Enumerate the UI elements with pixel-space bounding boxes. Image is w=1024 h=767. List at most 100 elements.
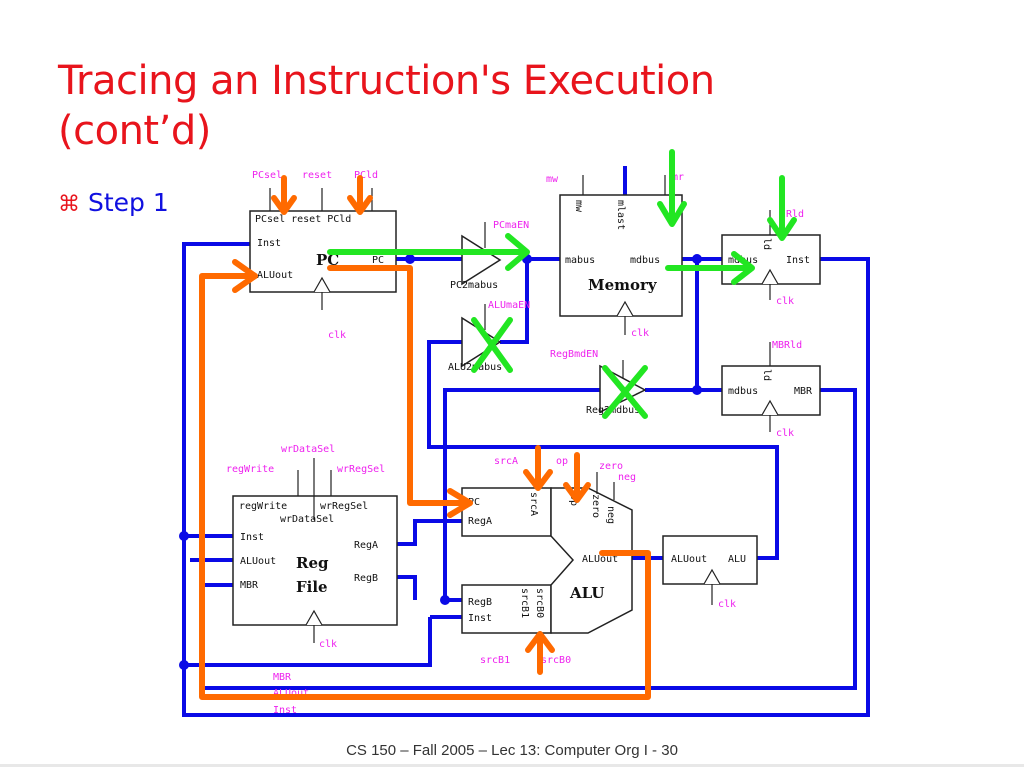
green-arrow-irld	[767, 175, 797, 241]
alu-port-zero: zero	[590, 494, 601, 518]
regfile-port-regwrite: regWrite	[239, 501, 287, 512]
bus-alu2mabus-out	[500, 259, 529, 344]
bullet-step: ⌘Step 1	[58, 188, 169, 217]
regfile-port-wrregsel: wrRegSel	[320, 501, 368, 512]
signal-alumaen: ALUmaEN	[488, 300, 530, 311]
signal-memory-clk: clk	[631, 328, 649, 339]
mux-a	[461, 487, 552, 537]
signal-zero: zero	[599, 461, 623, 472]
junction	[440, 595, 450, 605]
arrow-srcb	[525, 631, 555, 675]
signal-reset: reset	[302, 170, 332, 181]
mbr-port-ld: ld	[761, 369, 772, 381]
pc-name: PC	[316, 251, 339, 269]
memory-port-mabus: mabus	[565, 255, 595, 266]
signal-aluout-clk: clk	[718, 599, 736, 610]
junction	[405, 254, 415, 264]
mux-a-port-rega: RegA	[468, 516, 492, 527]
signal-mr: mr	[672, 172, 684, 183]
pc-clock-triangle	[313, 276, 331, 293]
regfile-port-mbr: MBR	[240, 580, 259, 591]
alu-port-neg: neg	[605, 506, 616, 524]
regfile-port-regb: RegB	[354, 573, 378, 584]
pc-port-top: PCsel reset PCld	[255, 214, 351, 225]
memory-port-mw: mw	[573, 200, 584, 213]
signal-neg: neg	[618, 472, 636, 483]
bullet-command-icon: ⌘	[58, 192, 80, 217]
mbr-port-out: MBR	[794, 386, 813, 397]
active-path-pc-to-alu	[327, 265, 473, 506]
signal-mbrld: MBRld	[772, 340, 802, 351]
register-file	[232, 495, 398, 626]
memory-block	[559, 194, 683, 317]
memory-port-mlast: mlast	[615, 200, 626, 230]
signal-pcld: PCld	[354, 170, 378, 181]
bus-mdbus-vertical	[695, 259, 722, 392]
signal-regbmden: RegBmdEN	[550, 349, 598, 360]
slide-title-line-2: (cont’d)	[58, 108, 211, 154]
pc-port-inst: Inst	[257, 238, 281, 249]
aluout-reg-port-out: ALUout	[671, 554, 707, 565]
footer-divider	[0, 764, 1024, 767]
slide-title: Tracing an Instruction's Execution (cont…	[58, 56, 715, 156]
signal-pcmaen: PCmaEN	[493, 220, 529, 231]
arrow-pcld	[347, 175, 373, 215]
signal-mbr-clk: clk	[776, 428, 794, 439]
green-arrow-pc-to-mabus	[327, 233, 530, 271]
signal-irld: IRld	[780, 209, 804, 220]
signal-pc-clk: clk	[328, 330, 346, 341]
bus-regb	[397, 575, 417, 600]
signal-mw: mw	[546, 174, 559, 185]
arrow-op	[563, 452, 591, 503]
pc2mabus-label: PC2mabus	[450, 280, 498, 291]
pc2mabus-buffer	[461, 234, 502, 286]
signal-srcb0: srcB0	[541, 655, 571, 666]
mbr-clock-triangle	[761, 399, 779, 416]
signal-ir-clk: clk	[776, 296, 794, 307]
bus-junctions	[179, 254, 702, 670]
junction	[692, 385, 702, 395]
junction	[179, 531, 189, 541]
signal-op: op	[556, 456, 568, 467]
aluout-clock-triangle	[703, 568, 721, 585]
bus-label-inst: Inst	[273, 705, 297, 716]
mux-b	[461, 584, 552, 634]
green-arrow-mr	[657, 149, 687, 227]
slide-footer: CS 150 – Fall 2005 – Lec 13: Computer Or…	[346, 742, 678, 759]
regfile-port-rega: RegA	[354, 540, 378, 551]
arrow-srca	[523, 445, 553, 491]
signal-regwrite: regWrite	[226, 464, 274, 475]
active-path-aluout-to-pc	[199, 273, 651, 700]
junction	[179, 660, 189, 670]
memory-name: Memory	[588, 276, 658, 294]
bus-label-aluout: ALUout	[273, 688, 309, 699]
mbr-port-in: mdbus	[728, 386, 758, 397]
mux-a-port-srca: srcA	[528, 492, 539, 516]
pc-port-out: PC	[372, 255, 384, 266]
regfile-port-inst: Inst	[240, 532, 264, 543]
arrow-pcsel	[271, 175, 297, 215]
regfile-name-line-1: Reg	[296, 554, 329, 572]
signal-wrdatasel: wrDataSel	[281, 444, 335, 455]
slide-title-line-1: Tracing an Instruction's Execution	[58, 58, 715, 104]
bus-inst-to-mux	[184, 615, 462, 667]
mux-b-port-regb: RegB	[468, 597, 492, 608]
green-x-alu2mabus	[471, 317, 513, 373]
bus-inst-loop	[182, 242, 870, 717]
bus-label-mbr: MBR	[273, 672, 292, 683]
ir-port-out: Inst	[786, 255, 810, 266]
bus-alu-loop	[427, 340, 779, 560]
bus-mbr-loop	[201, 388, 857, 690]
memory-port-mdbus: mdbus	[630, 255, 660, 266]
signal-wrregsel: wrRegSel	[337, 464, 385, 475]
junction	[692, 254, 702, 264]
regfile-name-line-2: File	[296, 578, 328, 596]
green-x-reg2mdbus	[602, 365, 648, 419]
aluout-reg-port-in: ALU	[728, 554, 746, 565]
regfile-port-wrdatasel: wrDataSel	[280, 514, 334, 525]
bus-rega	[397, 519, 462, 546]
mux-b-port-srcb1: srcB1	[519, 588, 530, 618]
alu-port-out: ALUout	[582, 554, 618, 565]
green-arrow-mdbus-to-ir	[665, 251, 755, 285]
